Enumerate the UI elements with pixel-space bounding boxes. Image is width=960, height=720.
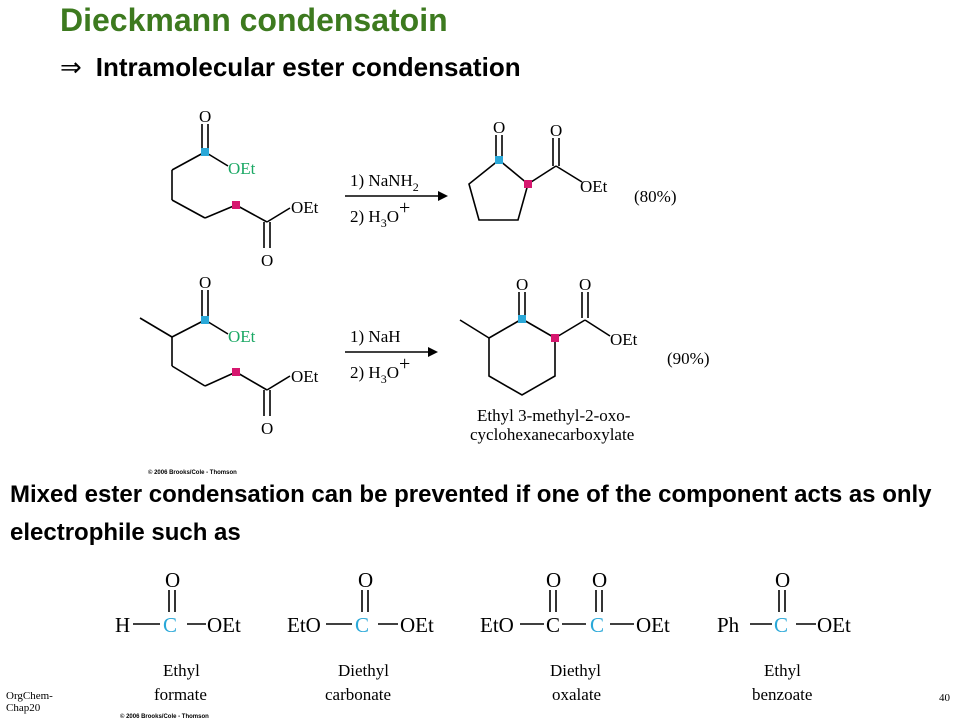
oxalate-o-left: O: [546, 568, 561, 592]
benzoate-c: C: [774, 613, 788, 637]
formate-name-1: Ethyl: [163, 661, 200, 680]
implies-arrow-icon: ⇒: [60, 53, 82, 83]
r2-product-oet: OEt: [610, 330, 638, 349]
r1-oet-green: OEt: [228, 159, 256, 178]
oxalate-o-right: O: [592, 568, 607, 592]
slide-title: Dieckmann condensatoin: [60, 2, 448, 38]
carbonate-oet: OEt: [400, 613, 434, 637]
benzoate-name-1: Ethyl: [764, 661, 801, 680]
r2-yield: (90%): [667, 349, 709, 368]
copyright-bottom: © 2006 Brooks/Cole - Thomson: [120, 713, 209, 720]
oxalate-c-right: C: [590, 613, 604, 637]
r2-product-name-1: Ethyl 3-methyl-2-oxo-: [477, 406, 631, 425]
formate-name-2: formate: [154, 685, 207, 704]
oxalate-eto: EtO: [480, 613, 514, 637]
r1-yield: (80%): [634, 187, 676, 206]
r2-reagent-2: 2) H3O+: [350, 353, 410, 386]
benzoate-o: O: [775, 568, 790, 592]
formate-o: O: [165, 568, 180, 592]
formate-c: C: [163, 613, 177, 637]
r2-product-ketone-o: O: [516, 275, 528, 294]
r2-product-name-2: cyclohexanecarboxylate: [470, 425, 634, 444]
subtitle-text: Intramolecular ester condensation: [95, 52, 521, 82]
r2-reagent-1: 1) NaH: [350, 327, 401, 346]
copyright-top: © 2006 Brooks/Cole - Thomson: [148, 469, 237, 476]
r1-oet: OEt: [291, 198, 319, 217]
carbonate-o: O: [358, 568, 373, 592]
carbonate-eto: EtO: [287, 613, 321, 637]
oxalate-oet: OEt: [636, 613, 670, 637]
body-text: Mixed ester condensation can be prevente…: [10, 481, 932, 546]
page-number: 40: [939, 692, 950, 704]
slide-subtitle: ⇒ Intramolecular ester condensation: [60, 52, 521, 83]
carbonate-name-2: carbonate: [325, 685, 391, 704]
r1-carbonyl-o-top: O: [199, 107, 211, 126]
r2-carbonyl-o-top: O: [199, 273, 211, 292]
r1-product-ketone-o: O: [493, 118, 505, 137]
r1-reagent-2: 2) H3O+: [350, 197, 410, 230]
benzoate-oet: OEt: [817, 613, 851, 637]
r2-product-ester-o: O: [579, 275, 591, 294]
oxalate-c-left: C: [546, 613, 560, 637]
r1-reagent-1: 1) NaNH2: [350, 171, 419, 194]
carbonate-name-1: Diethyl: [338, 661, 389, 680]
r1-product-ester-o: O: [550, 121, 562, 140]
carbonate-c: C: [355, 613, 369, 637]
formate-h: H: [115, 613, 130, 637]
oxalate-name-1: Diethyl: [550, 661, 601, 680]
r2-oet: OEt: [291, 367, 319, 386]
r2-oet-green: OEt: [228, 327, 256, 346]
benzoate-name-2: benzoate: [752, 685, 812, 704]
footer-course-label: OrgChem-Chap20: [6, 690, 53, 714]
formate-oet: OEt: [207, 613, 241, 637]
benzoate-ph: Ph: [717, 613, 740, 637]
r1-product-oet: OEt: [580, 177, 608, 196]
r2-carbonyl-o-bottom: O: [261, 419, 273, 438]
r1-carbonyl-o-bottom: O: [261, 251, 273, 270]
oxalate-name-2: oxalate: [552, 685, 601, 704]
